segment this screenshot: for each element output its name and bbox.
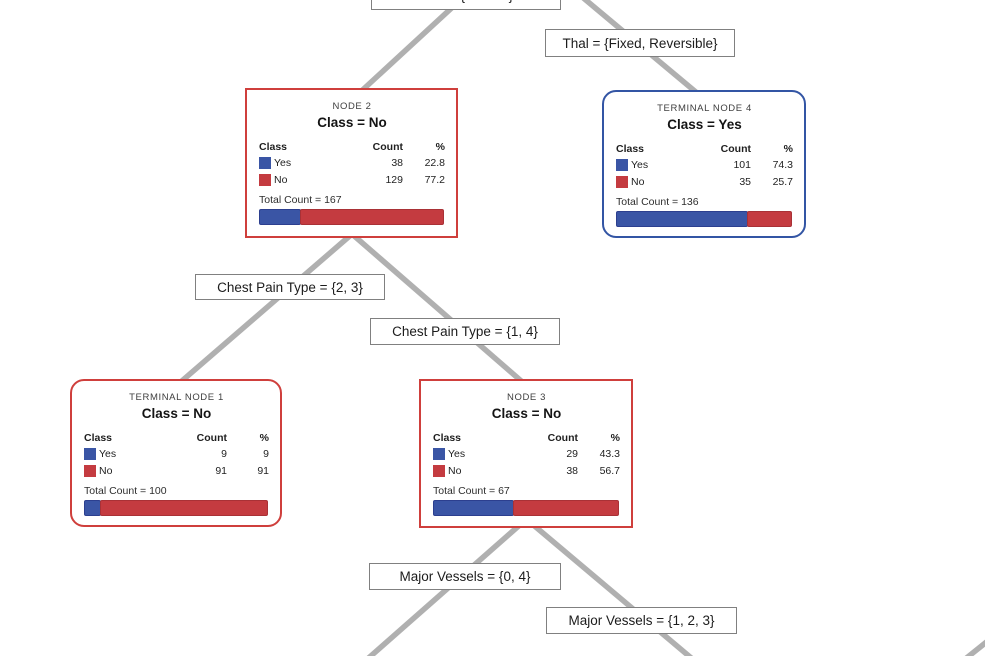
count-column-header: Count: [720, 142, 751, 155]
row-count: 9: [221, 448, 227, 460]
total-count-label: Total Count = 136: [616, 196, 699, 208]
node-title: TERMINAL NODE 4: [657, 103, 752, 114]
row-pct: 74.3: [772, 159, 793, 171]
edge-node2-to-node3: [350, 231, 529, 389]
branch-label-thal-normal: Thal = {Normal}: [371, 0, 561, 10]
distribution-bar: [84, 500, 269, 516]
row-label: Yes: [274, 157, 292, 169]
bar-segment-yes: [433, 500, 514, 516]
row-label: Yes: [448, 448, 466, 460]
bar-segment-yes: [84, 500, 101, 516]
count-column-header: Count: [372, 140, 403, 153]
class-column-header: Class: [433, 431, 462, 444]
bar-segment-no: [99, 500, 268, 516]
branch-label-chest-pain-2-3: Chest Pain Type = {2, 3}: [195, 274, 385, 300]
tree-terminal-node-1[interactable]: TERMINAL NODE 1 Class = No Class Count %…: [70, 379, 282, 527]
row-count: 91: [215, 465, 227, 477]
total-count-label: Total Count = 167: [259, 194, 342, 206]
row-count: 35: [739, 176, 751, 188]
table-header-row: Class Count %: [259, 139, 445, 154]
class-row-no: No 35 25.7: [616, 174, 793, 190]
distribution-bar: [616, 211, 793, 227]
bar-segment-no: [746, 211, 792, 227]
tree-node-2[interactable]: NODE 2 Class = No Class Count % Yes 38 2…: [245, 88, 458, 238]
no-swatch-icon: [84, 465, 96, 477]
yes-swatch-icon: [616, 159, 628, 171]
edge-root-to-terminal4: [581, 0, 705, 101]
edge-node3-to-right-child: [529, 520, 694, 656]
edge-node3-to-left-child: [366, 520, 524, 656]
node-class-label: Class = No: [491, 406, 562, 421]
class-row-yes: Yes 38 22.8: [259, 155, 445, 171]
row-count: 29: [566, 448, 578, 460]
class-row-no: No 129 77.2: [259, 172, 445, 188]
tree-terminal-node-4[interactable]: TERMINAL NODE 4 Class = Yes Class Count …: [602, 90, 806, 238]
edge-node2-to-terminal1: [174, 231, 354, 389]
node-title: NODE 2: [332, 101, 372, 112]
count-column-header: Count: [196, 431, 227, 444]
table-header-row: Class Count %: [616, 141, 793, 156]
class-row-no: No 91 91: [84, 463, 269, 479]
row-pct: 9: [263, 448, 269, 460]
bar-segment-no: [512, 500, 619, 516]
pct-column-header: %: [435, 140, 445, 153]
distribution-bar: [259, 209, 445, 225]
node-title: TERMINAL NODE 1: [129, 392, 224, 403]
node-class-label: Class = No: [317, 115, 387, 130]
no-swatch-icon: [616, 176, 628, 188]
row-label: Yes: [99, 448, 117, 460]
row-pct: 56.7: [599, 465, 620, 477]
yes-swatch-icon: [259, 157, 271, 169]
row-pct: 91: [257, 465, 269, 477]
tree-node-3[interactable]: NODE 3 Class = No Class Count % Yes 29 4…: [419, 379, 633, 528]
class-column-header: Class: [616, 142, 645, 155]
edge-root-to-node2: [354, 0, 465, 99]
row-label: No: [631, 176, 645, 188]
total-count-label: Total Count = 100: [84, 485, 167, 497]
class-row-yes: Yes 101 74.3: [616, 157, 793, 173]
row-label: No: [448, 465, 462, 477]
node-class-label: Class = Yes: [667, 117, 742, 132]
bar-segment-yes: [616, 211, 748, 227]
edge-offscreen-bottom-right: [964, 639, 985, 656]
row-label: Yes: [631, 159, 649, 171]
node-class-label: Class = No: [141, 406, 212, 421]
row-count: 38: [566, 465, 578, 477]
total-count-label: Total Count = 67: [433, 485, 510, 497]
yes-swatch-icon: [433, 448, 445, 460]
pct-column-header: %: [783, 142, 793, 155]
class-row-yes: Yes 29 43.3: [433, 446, 620, 462]
row-pct: 25.7: [772, 176, 793, 188]
count-column-header: Count: [547, 431, 578, 444]
row-count: 38: [391, 157, 403, 169]
row-pct: 43.3: [599, 448, 620, 460]
no-swatch-icon: [433, 465, 445, 477]
class-column-header: Class: [259, 140, 288, 153]
bar-segment-no: [300, 209, 444, 225]
row-pct: 77.2: [424, 174, 445, 186]
row-count: 129: [385, 174, 403, 186]
branch-label-chest-pain-1-4: Chest Pain Type = {1, 4}: [370, 318, 560, 345]
yes-swatch-icon: [84, 448, 96, 460]
node-title: NODE 3: [507, 392, 546, 403]
row-label: No: [99, 465, 113, 477]
class-row-yes: Yes 9 9: [84, 446, 269, 462]
row-pct: 22.8: [424, 157, 445, 169]
no-swatch-icon: [259, 174, 271, 186]
class-column-header: Class: [84, 431, 113, 444]
table-header-row: Class Count %: [433, 430, 620, 445]
table-header-row: Class Count %: [84, 430, 269, 445]
pct-column-header: %: [259, 431, 269, 444]
class-row-no: No 38 56.7: [433, 463, 620, 479]
branch-label-major-vessels-1-2-3: Major Vessels = {1, 2, 3}: [546, 607, 737, 634]
row-count: 101: [733, 159, 751, 171]
row-label: No: [274, 174, 288, 186]
branch-label-thal-fixed-reversible: Thal = {Fixed, Reversible}: [545, 29, 735, 57]
branch-label-major-vessels-0-4: Major Vessels = {0, 4}: [369, 563, 561, 590]
pct-column-header: %: [610, 431, 620, 444]
bar-segment-yes: [259, 209, 302, 225]
distribution-bar: [433, 500, 620, 516]
